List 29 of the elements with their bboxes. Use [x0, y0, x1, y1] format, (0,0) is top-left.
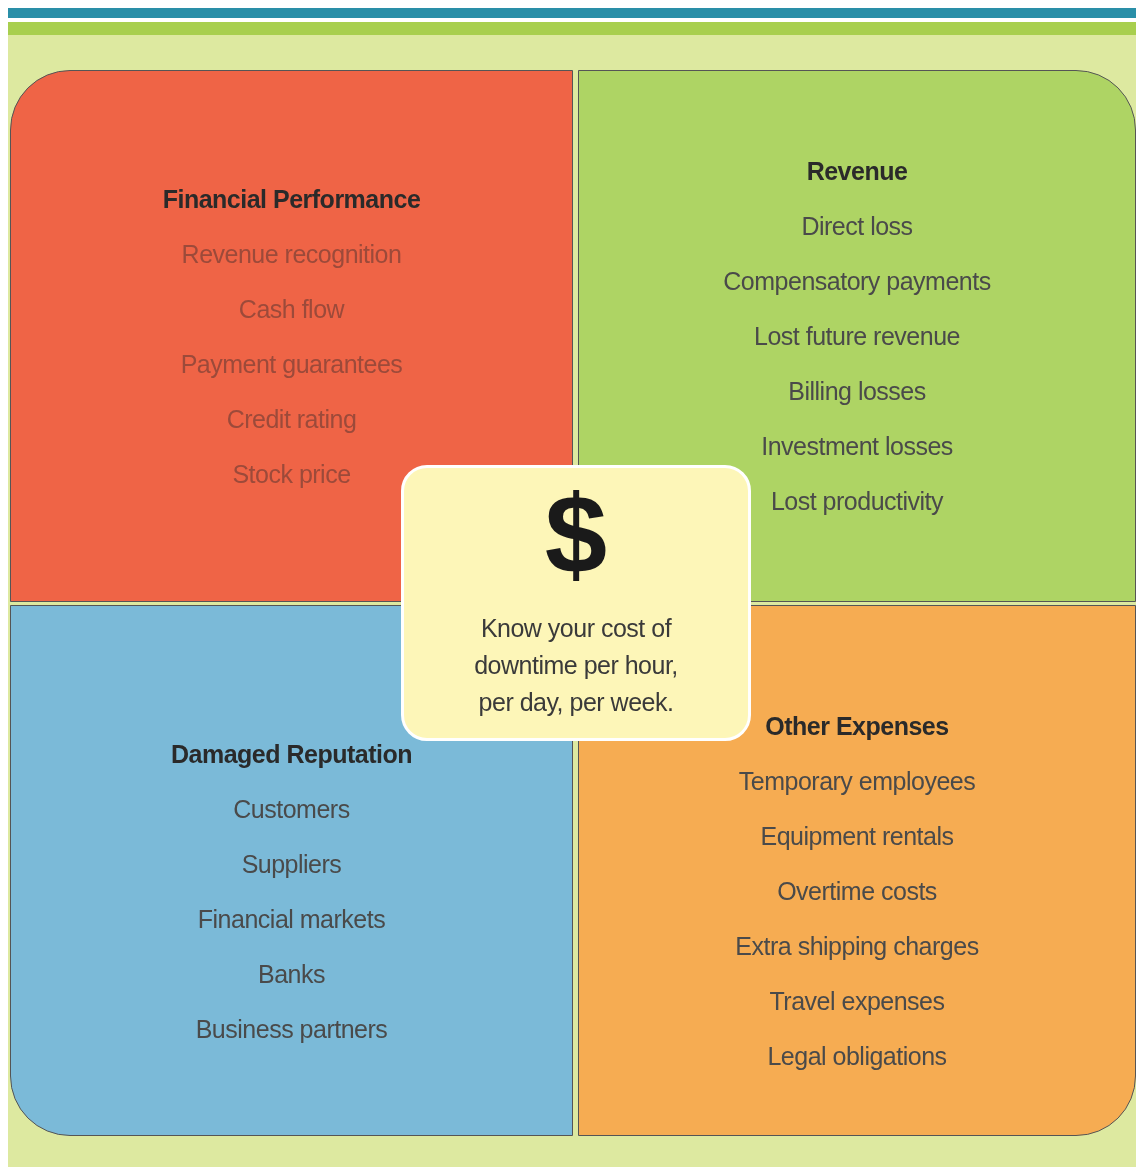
cost-item: Billing losses	[787, 377, 927, 406]
cost-item: Direct loss	[800, 212, 914, 241]
cost-item: Business partners	[194, 1015, 389, 1044]
cost-item: Legal obligations	[766, 1042, 948, 1071]
cost-item: Compensatory payments	[722, 267, 992, 296]
cost-item: Suppliers	[240, 850, 343, 879]
cost-item: Revenue recognition	[180, 240, 403, 269]
dollar-sign: $	[543, 471, 609, 599]
cost-item: Extra shipping charges	[734, 932, 980, 961]
cost-item: Investment losses	[760, 432, 954, 461]
category-heading: Other Expenses	[764, 712, 950, 741]
cost-item: Travel expenses	[768, 987, 946, 1016]
cost-item: Stock price	[231, 460, 352, 489]
category-heading: Revenue	[805, 157, 909, 186]
cost-item: Credit rating	[225, 405, 358, 434]
cost-item: Cash flow	[237, 295, 346, 324]
cost-item: Overtime costs	[776, 877, 938, 906]
cost-item: Lost productivity	[769, 487, 945, 516]
category-heading: Damaged Reputation	[170, 740, 413, 769]
category-heading: Financial Performance	[161, 185, 422, 214]
callout-text: Know your cost of downtime per hour, per day, per week.	[473, 613, 679, 718]
cost-item: Equipment rentals	[759, 822, 955, 851]
cost-item: Financial markets	[196, 905, 387, 934]
cost-item: Banks	[257, 960, 326, 989]
callout-box	[401, 465, 751, 741]
cost-item: Temporary employees	[737, 767, 977, 796]
cost-item: Payment guarantees	[179, 350, 404, 379]
cost-item: Customers	[232, 795, 351, 824]
cost-item: Lost future revenue	[753, 322, 961, 351]
